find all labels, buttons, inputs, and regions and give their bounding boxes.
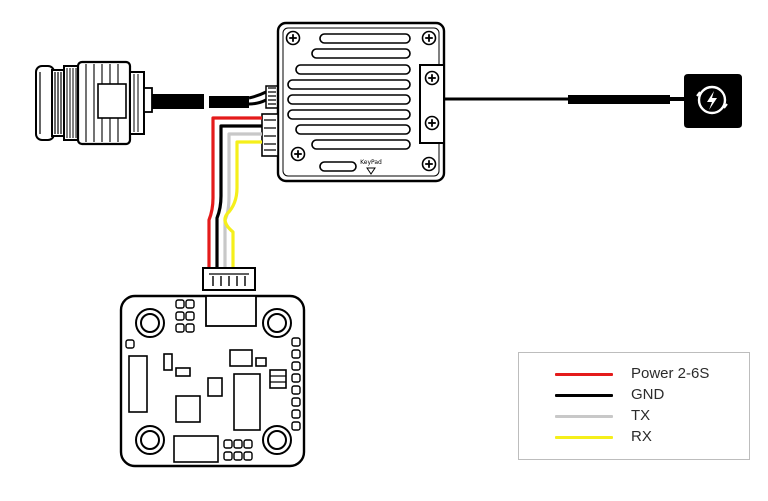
flight-controller-icon (119, 267, 306, 468)
antenna (684, 74, 742, 128)
screw-icon (424, 115, 440, 131)
vtx-module: KeyPad (261, 21, 446, 183)
legend-label-tx: TX (631, 407, 651, 424)
legend-label-power: Power 2-6S (631, 365, 710, 382)
keypad-arrow-icon (366, 167, 376, 175)
screw-icon (421, 30, 437, 46)
wire-gnd (215, 124, 262, 268)
wire-legend: Power 2-6S GND TX RX (518, 352, 750, 460)
camera-cable (152, 90, 267, 109)
screw-icon (421, 156, 437, 172)
legend-label-rx: RX (631, 428, 652, 445)
antenna-cable (444, 95, 684, 104)
lightning-bolt-icon (696, 85, 728, 115)
camera-icon (35, 60, 153, 146)
wire-rx (223, 140, 262, 268)
wire-power (207, 116, 262, 268)
legend-swatch-rx (555, 436, 613, 439)
legend-label-gnd: GND (631, 386, 665, 403)
legend-swatch-power (555, 373, 613, 376)
wire-tx (223, 132, 262, 268)
screw-icon (285, 30, 301, 46)
wire-bundle (207, 116, 262, 268)
legend-swatch-gnd (555, 394, 613, 397)
screw-icon (290, 146, 306, 162)
screw-icon (424, 70, 440, 86)
legend-swatch-tx (555, 415, 613, 418)
keypad-label: KeyPad (360, 159, 382, 166)
